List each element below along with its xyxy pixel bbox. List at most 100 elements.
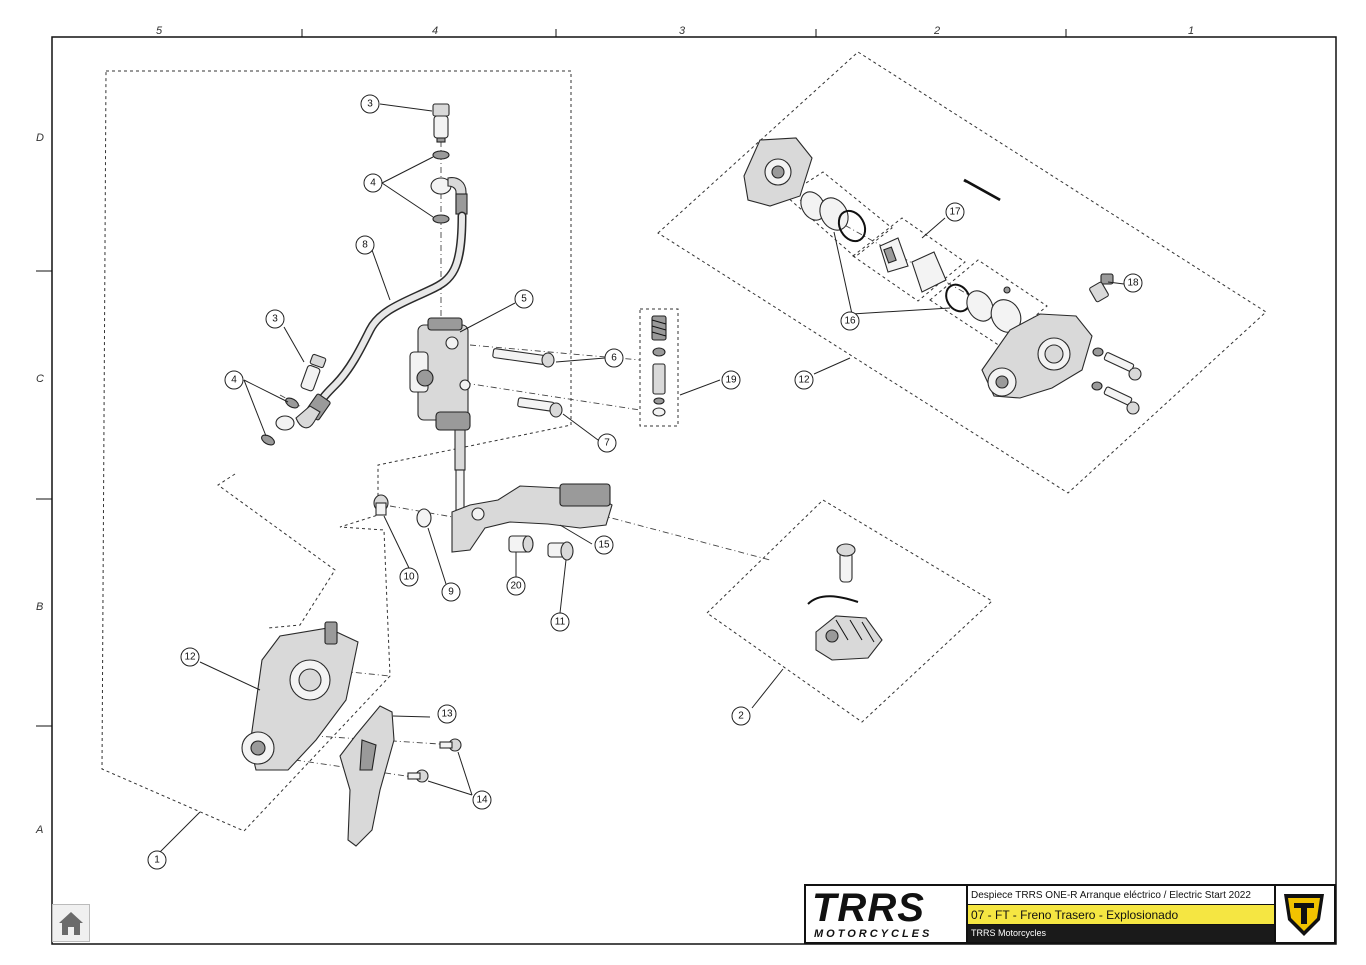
svg-text:12: 12 <box>798 375 810 386</box>
banjo-bolt-lower <box>300 353 327 392</box>
svg-text:13: 13 <box>441 709 453 720</box>
svg-text:11: 11 <box>555 617 566 628</box>
callout-4-top[interactable]: 4 <box>363 173 383 193</box>
seal-rings-right <box>945 283 1022 333</box>
callout-7[interactable]: 7 <box>597 433 617 453</box>
svg-text:9: 9 <box>448 587 454 598</box>
washer-lower-1 <box>285 397 299 409</box>
svg-text:1: 1 <box>154 855 160 866</box>
callout-18[interactable]: 18 <box>1123 273 1143 293</box>
grid-col-5: 5 <box>156 25 163 37</box>
callout-4-lower[interactable]: 4 <box>224 370 244 390</box>
brake-pedal <box>451 483 613 553</box>
home-icon <box>59 912 83 935</box>
grid-col-3: 3 <box>679 25 686 37</box>
grid-row-d: D <box>36 132 44 144</box>
guard-bolt-2 <box>407 769 429 783</box>
callout-14[interactable]: 14 <box>472 790 492 810</box>
callout-3-top[interactable]: 3 <box>360 94 380 114</box>
washer-top-2 <box>432 214 450 224</box>
callout-10[interactable]: 10 <box>399 567 419 587</box>
seals-16-right-boundary <box>929 259 1048 347</box>
seal-rings-left <box>800 191 867 243</box>
grid-col-2: 2 <box>933 25 940 37</box>
callout-5[interactable]: 5 <box>514 289 534 309</box>
part-19-boundary <box>639 308 679 427</box>
banjo-bolt-top <box>432 103 450 143</box>
seals-16-left-boundary <box>785 171 893 258</box>
callout-16[interactable]: 16 <box>840 311 860 331</box>
bushing-11 <box>547 541 574 561</box>
logo-wordmark: TRRS <box>812 886 925 930</box>
callout-2[interactable]: 2 <box>731 706 751 726</box>
bushing-20 <box>508 535 534 553</box>
pads-17-boundary <box>852 217 966 302</box>
svg-text:10: 10 <box>403 572 415 583</box>
assembly-1-boundary <box>101 70 572 832</box>
title-block: TRRS MOTORCYCLES Despiece TRRS ONE-R Arr… <box>804 884 1336 944</box>
drawing-description: Despiece TRRS ONE-R Arranque eléctrico /… <box>968 886 1274 905</box>
drawing-frame <box>51 36 1337 945</box>
pin-7 <box>517 397 563 418</box>
sheet-title: 07 - FT - Freno Trasero - Explosionado <box>968 905 1274 925</box>
svg-text:14: 14 <box>476 795 488 806</box>
svg-text:7: 7 <box>604 438 610 449</box>
guard-bolt-1 <box>439 738 462 752</box>
callout-9[interactable]: 9 <box>441 582 461 602</box>
caliper-bracket <box>743 137 813 207</box>
master-cylinder <box>409 317 471 511</box>
callout-17[interactable]: 17 <box>945 202 965 222</box>
leader-lines <box>159 103 1125 853</box>
callout-11[interactable]: 11 <box>550 612 570 632</box>
assembly-1-inner-boundary <box>217 473 336 629</box>
svg-text:18: 18 <box>1127 278 1139 289</box>
bushing-10 <box>373 494 389 516</box>
washer-lower-2 <box>261 434 275 446</box>
pin-6 <box>492 348 555 368</box>
zone-ticks <box>36 29 1067 727</box>
grid-col-1: 1 <box>1188 25 1194 37</box>
svg-text:3: 3 <box>272 314 278 325</box>
svg-text:6: 6 <box>611 353 617 364</box>
cotter-pin <box>963 178 1003 204</box>
caliper-body-upper <box>981 313 1093 399</box>
piston-kit <box>651 315 667 417</box>
callout-3-lower[interactable]: 3 <box>265 309 285 329</box>
svg-text:3: 3 <box>367 99 373 110</box>
svg-text:4: 4 <box>231 375 237 386</box>
callout-12-upper[interactable]: 12 <box>794 370 814 390</box>
callout-6[interactable]: 6 <box>604 348 624 368</box>
svg-text:5: 5 <box>521 294 527 305</box>
grid-row-a: A <box>35 824 43 836</box>
svg-text:17: 17 <box>949 207 961 218</box>
svg-text:2: 2 <box>738 711 744 722</box>
washer-9 <box>416 508 432 528</box>
svg-text:19: 19 <box>725 375 737 386</box>
brake-pads <box>879 237 947 293</box>
brand-logo: TRRS MOTORCYCLES <box>806 886 968 942</box>
svg-text:8: 8 <box>362 240 368 251</box>
trrs-shield-emblem <box>1284 894 1324 936</box>
callout-20[interactable]: 20 <box>506 576 526 596</box>
caliper-guard <box>339 705 395 847</box>
assembly-12-boundary <box>657 51 1267 494</box>
bleeder-valve <box>1089 273 1114 303</box>
svg-text:15: 15 <box>598 540 610 551</box>
callout-1[interactable]: 1 <box>147 850 167 870</box>
hose-fitting-lower <box>275 393 331 431</box>
hose-banjo-top <box>430 177 468 215</box>
callout-8[interactable]: 8 <box>355 235 375 255</box>
assembly-2-boundary <box>706 499 993 723</box>
svg-text:16: 16 <box>844 316 856 327</box>
logo-subtext: MOTORCYCLES <box>814 928 933 940</box>
home-button[interactable] <box>52 904 90 942</box>
callout-13[interactable]: 13 <box>437 704 457 724</box>
callout-15[interactable]: 15 <box>594 535 614 555</box>
callout-12-lower[interactable]: 12 <box>180 647 200 667</box>
grid-row-c: C <box>36 373 44 385</box>
callout-19[interactable]: 19 <box>721 370 741 390</box>
company-name: TRRS Motorcycles <box>968 925 1274 942</box>
svg-text:20: 20 <box>510 581 522 592</box>
footrest-assembly <box>807 543 883 661</box>
